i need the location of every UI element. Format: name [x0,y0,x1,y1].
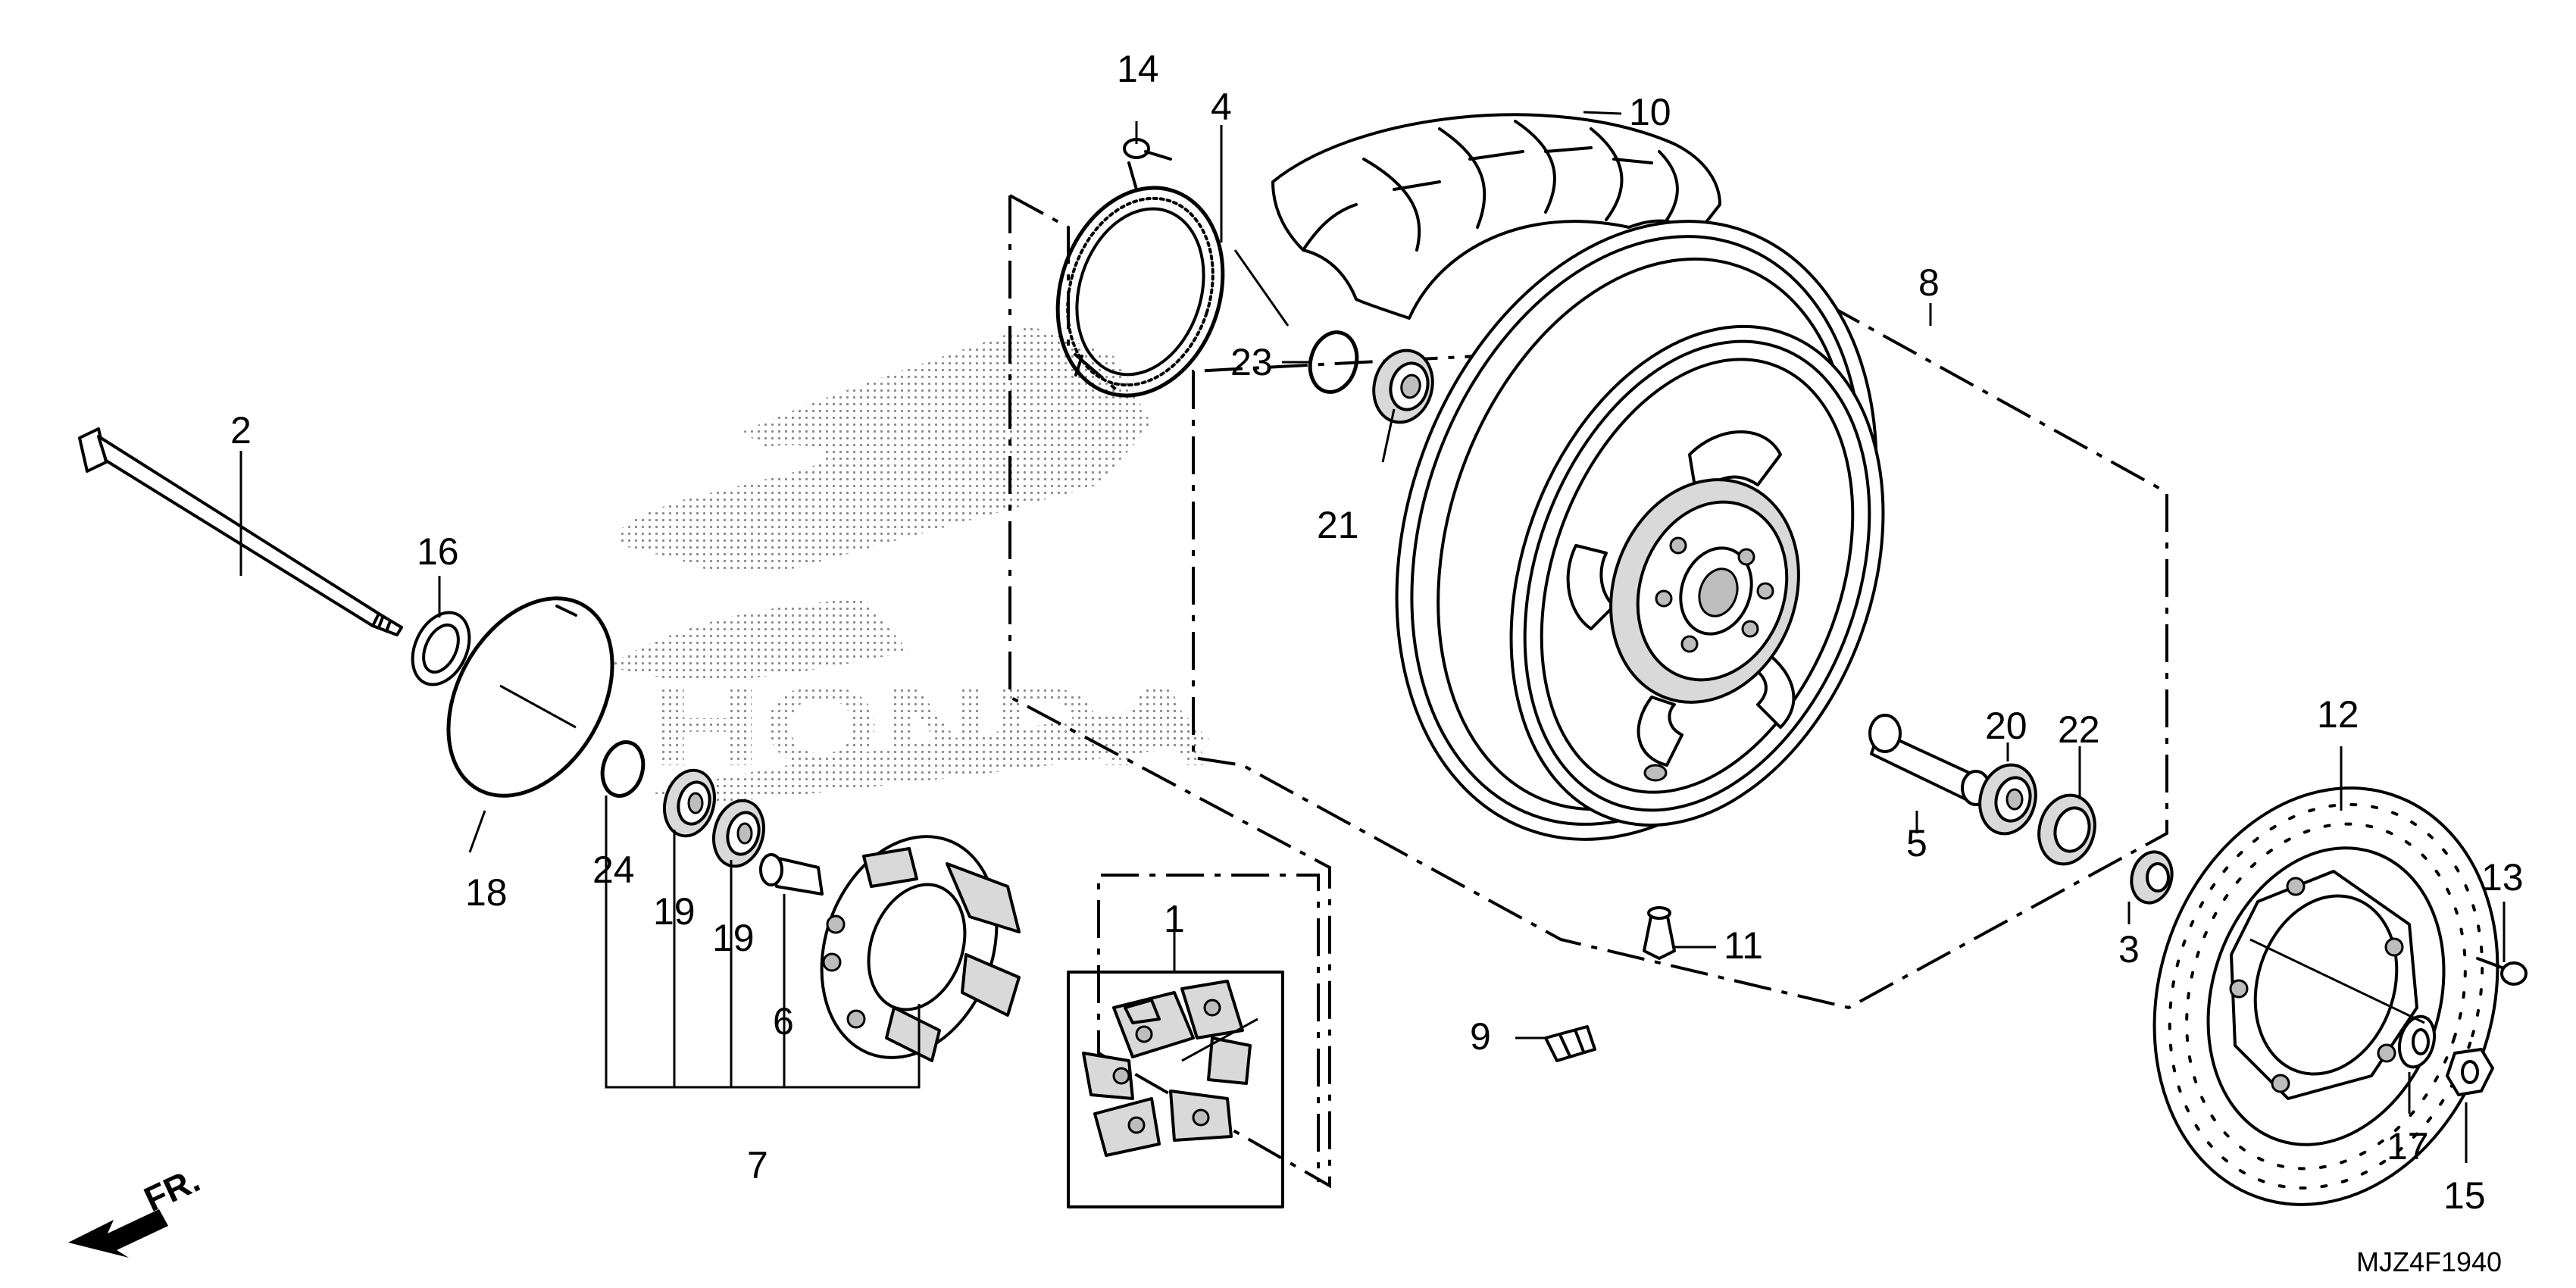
callout-13: 13 [2481,856,2524,899]
bearing-20 [1978,763,2037,836]
screw [1123,138,1172,161]
callout-16: 16 [417,530,459,573]
collar-16 [411,611,471,686]
callout-3: 3 [2118,928,2140,971]
callout-18: 18 [465,871,508,914]
damper-rubbers [1082,980,1252,1157]
bearing-21 [1372,349,1434,424]
front-label: FR. [138,1160,205,1219]
callout-2: 2 [230,409,252,452]
seal-22 [2037,793,2096,866]
honda-watermark: HONDA [606,326,1212,803]
callout-15: 15 [2443,1174,2486,1217]
front-arrow-icon [68,1209,168,1258]
brake-disc [2152,786,2499,1206]
bolt [2476,957,2528,986]
callout-9: 9 [1470,1015,1491,1058]
callout-6: 6 [773,1000,794,1043]
callout-10: 10 [1629,91,1671,133]
valve [1643,906,1676,960]
diagram-code: MJZ4F1940 [2356,1246,2502,1277]
bearing-19b [712,799,765,868]
washer [2397,1014,2437,1069]
collar-6 [759,853,824,896]
callout-11: 11 [1724,924,1763,967]
callout-17: 17 [2387,1125,2429,1168]
callout-14: 14 [1117,48,1159,90]
wheel [1395,220,1885,841]
callout-8: 8 [1918,261,1940,304]
leader-lines [239,111,2506,1163]
collar-3 [2130,850,2174,905]
callout-23: 23 [1230,341,1273,383]
balance-weight [1544,1025,1596,1062]
snap-ring [446,596,614,798]
callout-19b: 19 [712,917,755,959]
nut [2446,1048,2494,1096]
callout-19a: 19 [653,890,696,933]
o-ring-23 [1308,330,1359,394]
o-ring-24 [600,740,646,798]
bearing-19a [663,768,716,838]
distance-collar [1868,714,1991,806]
pulser-outline [1009,194,1123,395]
callout-12: 12 [2317,693,2359,736]
callout-5: 5 [1906,822,1927,864]
driven-flange [820,835,1021,1062]
front-direction-indicator: FR. [68,1160,205,1258]
callout-24: 24 [592,849,635,891]
watermark-text: HONDA [652,662,1212,789]
pulser-ring [1055,161,1225,398]
callout-1: 1 [1164,898,1185,940]
tire [1271,113,1721,320]
callout-7: 7 [747,1144,768,1186]
callout-21: 21 [1317,504,1359,546]
callout-22: 22 [2058,708,2100,751]
callout-20: 20 [1985,705,2027,747]
callout-4: 4 [1211,86,1232,128]
axle [78,427,403,636]
